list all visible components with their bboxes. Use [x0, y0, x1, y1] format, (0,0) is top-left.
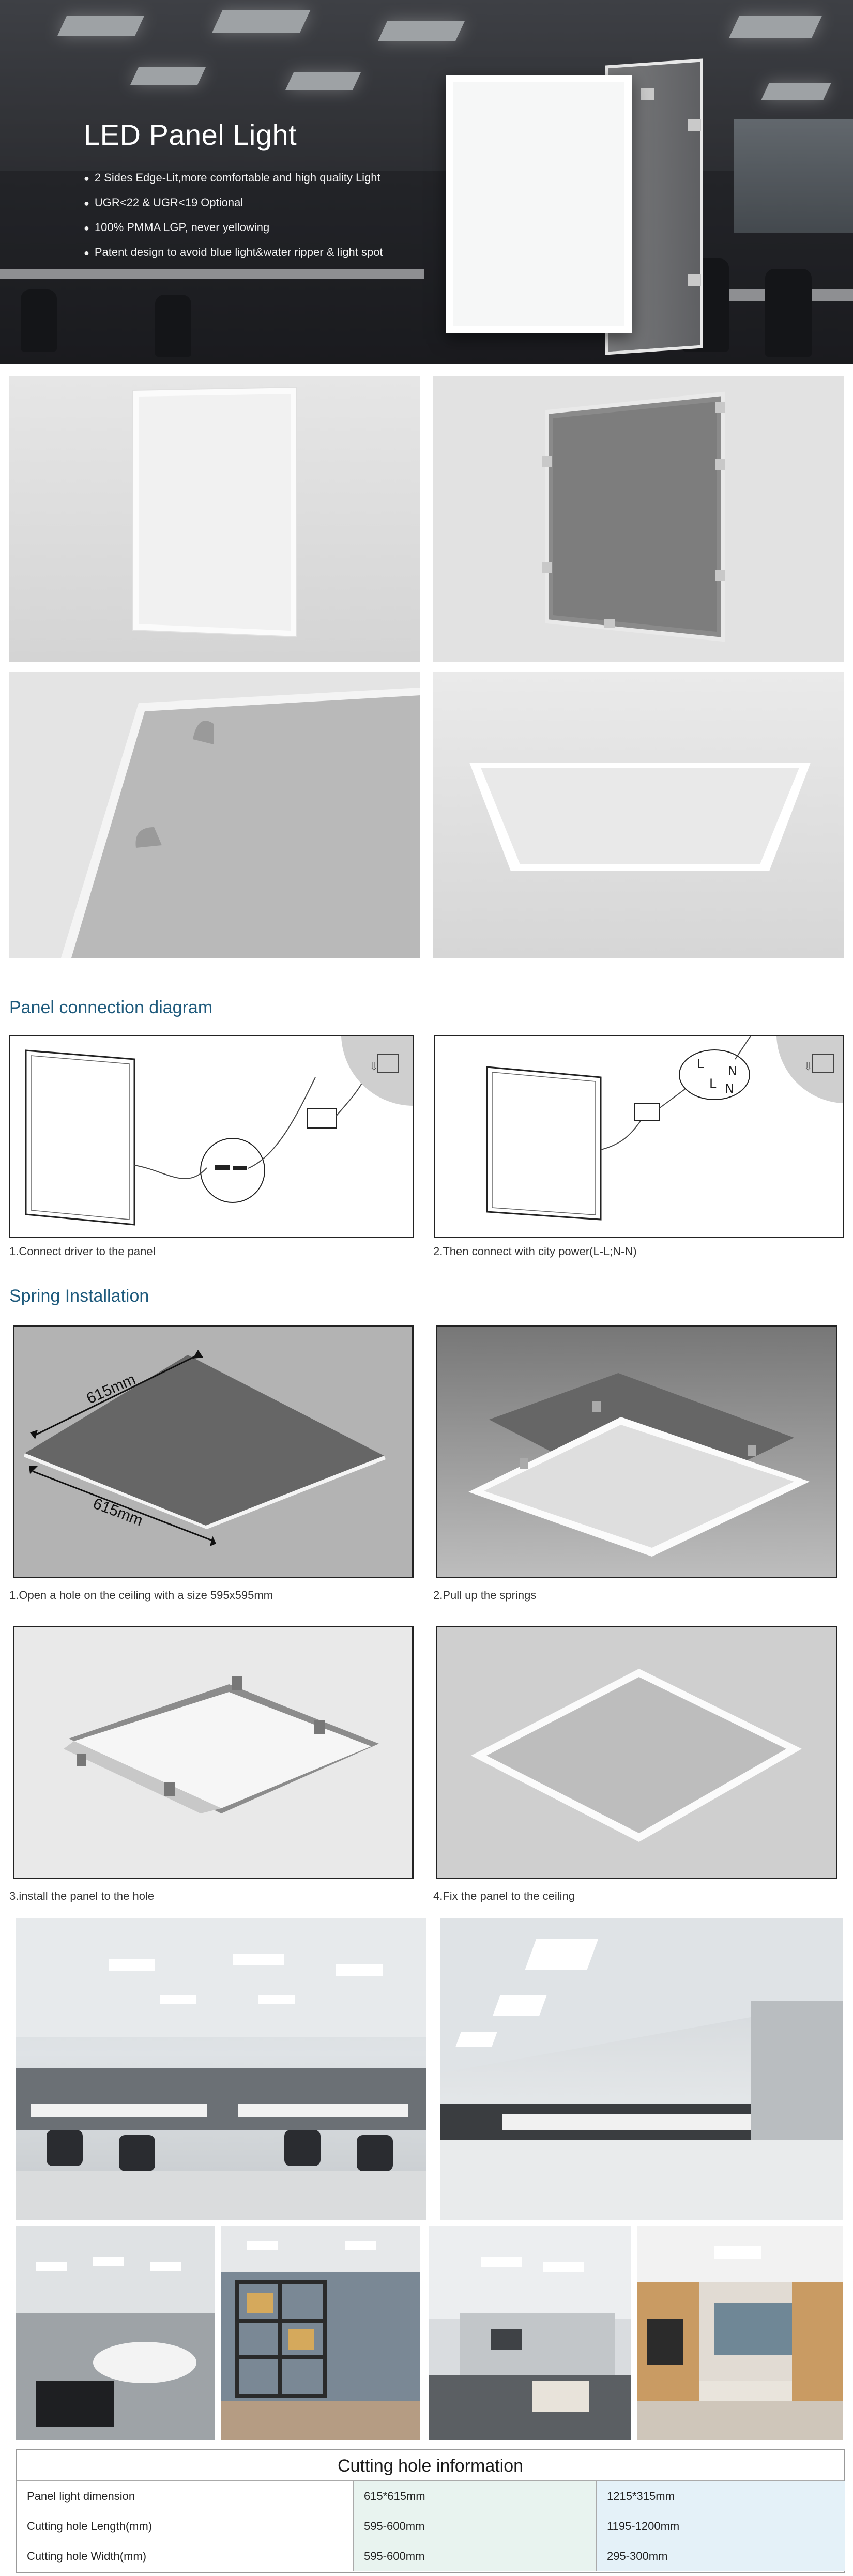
svg-text:⇩: ⇩	[369, 1060, 378, 1073]
product-photo-front	[9, 376, 420, 662]
spring-caption-4: 4.Fix the panel to the ceiling	[433, 1889, 575, 1902]
feature-item: 100% PMMA LGP, never yellowing	[84, 215, 383, 240]
panel-front-image	[9, 376, 420, 662]
ceiling-hole-drawing: 615mm 615mm	[14, 1327, 412, 1577]
cutting-hole-table: Cutting hole information Panel light dim…	[16, 2449, 845, 2573]
install-panel-drawing	[14, 1627, 412, 1878]
row-value-b: 295-300mm	[597, 2541, 845, 2571]
table-row: Panel light dimension 615*615mm 1215*315…	[17, 2481, 845, 2511]
row-value-a: 615*615mm	[354, 2481, 597, 2511]
feature-item: UGR<22 & UGR<19 Optional	[84, 190, 383, 215]
spring-step-1-image: 615mm 615mm	[13, 1325, 414, 1578]
feature-list: 2 Sides Edge-Lit,more comfortable and hi…	[84, 165, 383, 265]
spring-section-title: Spring Installation	[9, 1286, 149, 1306]
row-value-b: 1215*315mm	[597, 2481, 845, 2511]
connection-section-title: Panel connection diagram	[9, 998, 213, 1017]
city-power-connection-drawing: L L N N ⇩	[486, 1036, 843, 1221]
live-label: L	[709, 1076, 717, 1091]
spring-step-4-image	[436, 1626, 837, 1879]
application-photo-showroom	[16, 2226, 215, 2440]
installed-panel-image	[433, 672, 844, 958]
workspace-scene	[429, 2226, 631, 2440]
application-photo-display-room	[221, 2226, 420, 2440]
application-photo-kitchen	[637, 2226, 843, 2440]
product-photo-back	[433, 376, 844, 662]
display-room-scene	[221, 2226, 420, 2440]
table-row: Cutting hole Width(mm) 595-600mm 295-300…	[17, 2541, 845, 2571]
row-value-a: 595-600mm	[354, 2541, 597, 2571]
connection-caption-2: 2.Then connect with city power(L-L;N-N)	[433, 1245, 637, 1258]
row-label: Cutting hole Length(mm)	[17, 2511, 354, 2541]
panel-front-view	[446, 75, 632, 333]
application-photo-workspace	[429, 2226, 631, 2440]
office-scene	[16, 1918, 426, 2220]
table-row: Cutting hole Length(mm) 595-600mm 1195-1…	[17, 2511, 845, 2541]
spring-clip	[688, 274, 701, 286]
panel-back-image	[433, 376, 844, 662]
showroom-scene	[16, 2226, 215, 2440]
spring-caption-1: 1.Open a hole on the ceiling with a size…	[9, 1589, 273, 1602]
spring-step-3-image	[13, 1626, 414, 1879]
driver-connection-drawing: ⇩	[25, 1036, 413, 1226]
desk	[0, 269, 424, 279]
connection-diagram-2: L L N N ⇩	[434, 1035, 844, 1238]
pull-springs-drawing	[437, 1327, 836, 1577]
chair	[765, 269, 812, 357]
window	[734, 119, 853, 233]
spring-clip	[688, 119, 701, 131]
connection-diagram-1: ⇩	[9, 1035, 414, 1238]
row-value-b: 1195-1200mm	[597, 2511, 845, 2541]
fixed-panel-drawing	[437, 1627, 836, 1878]
connection-caption-1: 1.Connect driver to the panel	[9, 1245, 156, 1258]
feature-item: Patent design to avoid blue light&water …	[84, 240, 383, 265]
spring-step-2-image	[436, 1325, 837, 1578]
feature-item: 2 Sides Edge-Lit,more comfortable and hi…	[84, 165, 383, 190]
product-photo-installed	[433, 672, 844, 958]
spring-clip	[641, 88, 654, 100]
row-value-a: 595-600mm	[354, 2511, 597, 2541]
application-photo-lobby	[440, 1918, 843, 2220]
application-photo-office	[16, 1918, 426, 2220]
row-label: Panel light dimension	[17, 2481, 354, 2511]
hero-title: LED Panel Light	[84, 118, 297, 151]
neutral-label: N	[728, 1064, 737, 1078]
kitchen-scene	[637, 2226, 843, 2440]
neutral-label: N	[725, 1081, 734, 1096]
spring-caption-3: 3.install the panel to the hole	[9, 1889, 155, 1902]
row-label: Cutting hole Width(mm)	[17, 2541, 354, 2571]
spring-caption-2: 2.Pull up the springs	[433, 1589, 537, 1602]
svg-text:⇩: ⇩	[803, 1060, 813, 1073]
spring-detail-image	[9, 672, 420, 958]
hero-banner: LED Panel Light 2 Sides Edge-Lit,more co…	[0, 0, 853, 364]
chair	[155, 295, 191, 357]
chair	[21, 289, 57, 352]
live-label: L	[697, 1057, 704, 1071]
table-title: Cutting hole information	[17, 2450, 844, 2481]
product-photo-spring-detail	[9, 672, 420, 958]
lobby-scene	[440, 1918, 843, 2220]
